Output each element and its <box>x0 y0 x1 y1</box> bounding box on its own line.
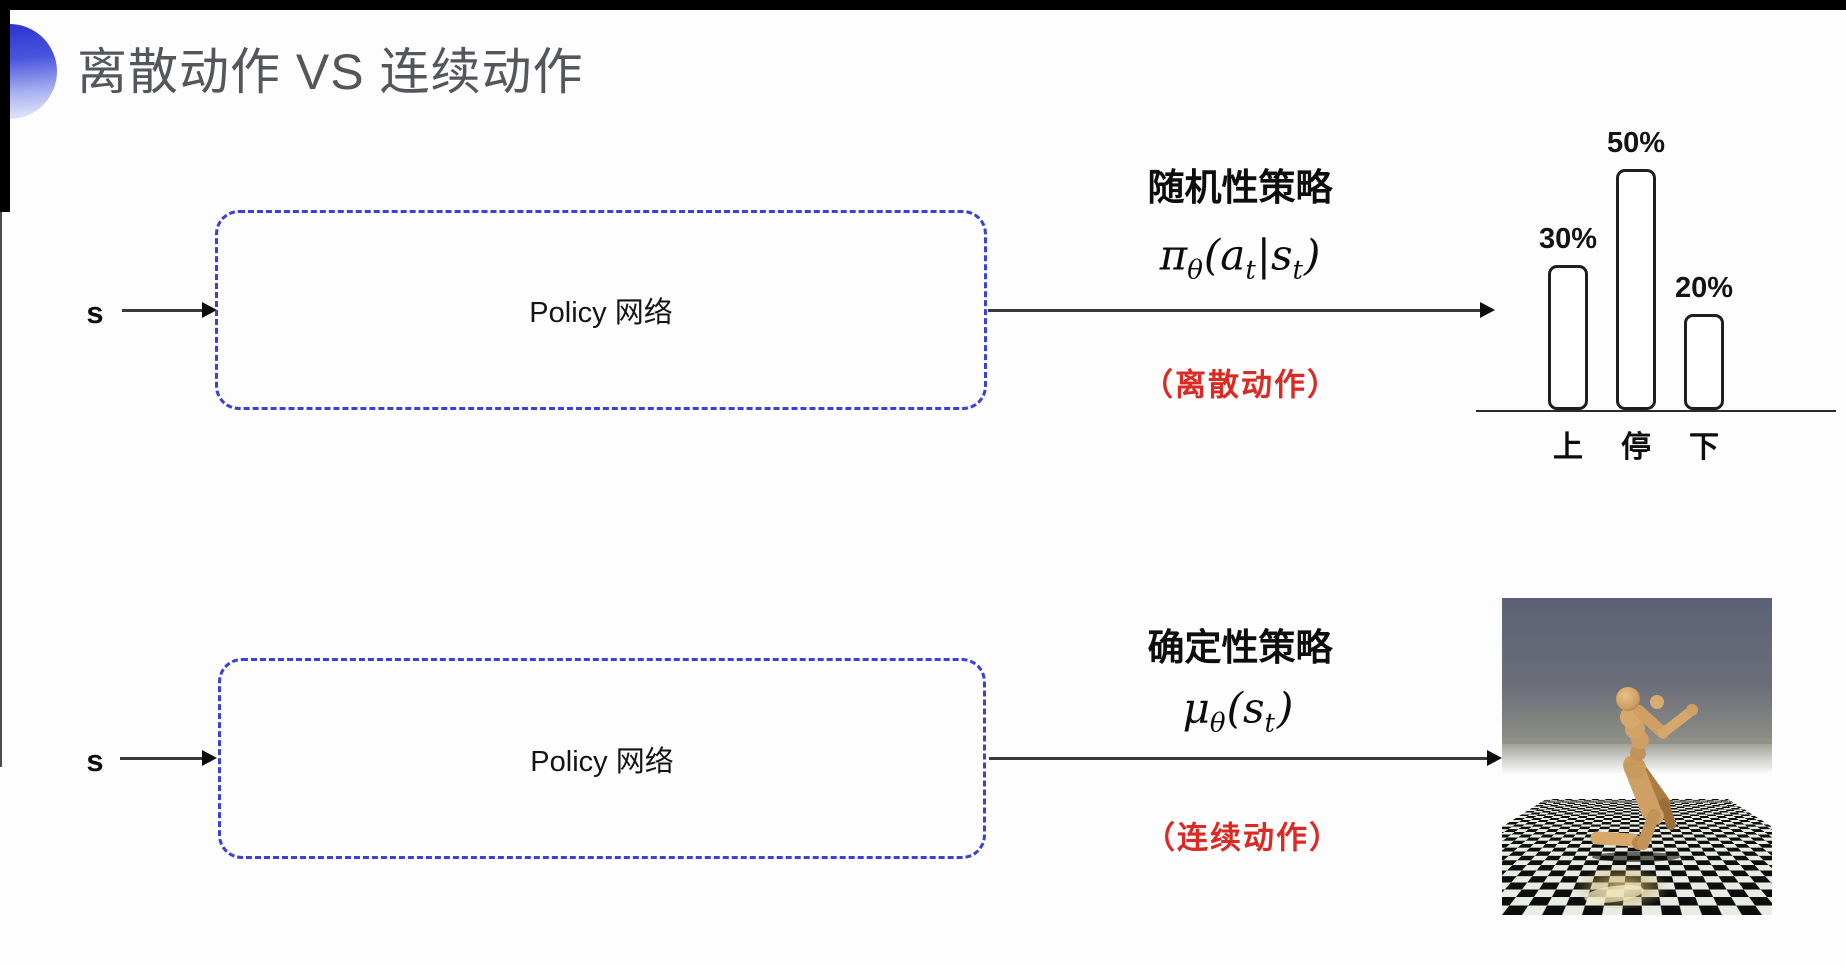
action-type-note-row2: （连续动作） <box>1144 820 1342 856</box>
formula-subscript: t <box>1264 708 1275 739</box>
output-arrow-line-row1 <box>988 309 1481 312</box>
state-input-label-row2: s <box>86 743 104 778</box>
policy-formula-row2: μθ(st) <box>1183 684 1294 739</box>
chart-column: 20% <box>1675 272 1733 410</box>
formula-symbol: μ <box>1182 683 1210 733</box>
output-arrow-head-icon-row1 <box>1480 302 1495 318</box>
formula-subscript: t <box>1292 255 1303 286</box>
policy-type-label-row1: 随机性策略 <box>1147 167 1333 208</box>
output-arrow-head-icon-row2 <box>1487 750 1502 766</box>
page-title: 离散动作 VS 连续动作 <box>77 44 584 100</box>
formula-symbol: π <box>1159 230 1188 280</box>
probability-bar-chart: 30% 50% 20% 上 停 下 <box>1476 120 1838 464</box>
input-arrow-head-icon-row2 <box>202 750 217 766</box>
formula-arg: |s <box>1256 230 1293 280</box>
left-edge-line <box>0 212 2 767</box>
left-letterbox-bar <box>0 0 10 212</box>
policy-type-label-row2: 确定性策略 <box>1147 627 1333 668</box>
policy-network-box-row2: Policy 网络 <box>218 658 986 859</box>
chart-value-label: 30% <box>1538 223 1598 255</box>
chart-bar <box>1548 265 1588 410</box>
formula-close: ) <box>1276 683 1294 733</box>
formula-subscript: θ <box>1187 255 1203 286</box>
chart-category-label: 下 <box>1689 431 1719 464</box>
chart-axis-line <box>1476 410 1836 412</box>
formula-arg: (a <box>1203 230 1246 280</box>
formula-subscript: t <box>1245 255 1256 286</box>
humanoid-robot-figure <box>1574 687 1698 910</box>
chart-value-label: 50% <box>1606 127 1666 159</box>
input-arrow-head-icon-row1 <box>202 302 217 318</box>
input-arrow-line-row2 <box>120 757 204 760</box>
top-letterbox-bar <box>0 0 1846 10</box>
action-type-note-row1: （离散动作） <box>1142 367 1340 403</box>
robot-shadow <box>1592 852 1680 862</box>
robot-head <box>1616 687 1640 711</box>
formula-arg: (s <box>1226 683 1265 733</box>
chart-column: 50% <box>1607 127 1665 410</box>
formula-close: ) <box>1303 230 1321 280</box>
policy-network-label-row2: Policy 网络 <box>530 745 674 778</box>
chart-bar <box>1616 169 1656 410</box>
policy-network-label-row1: Policy 网络 <box>529 297 673 329</box>
formula-subscript: θ <box>1209 708 1226 739</box>
chart-column: 30% <box>1539 223 1597 410</box>
policy-network-box-row1: Policy 网络 <box>215 210 987 410</box>
policy-formula-row1: πθ(at|st) <box>1160 231 1321 286</box>
state-input-label-row1: s <box>86 295 104 330</box>
chart-category-label: 上 <box>1553 431 1583 464</box>
input-arrow-line-row1 <box>122 309 204 312</box>
chart-bar <box>1684 314 1724 410</box>
chart-value-label: 20% <box>1674 272 1734 304</box>
output-arrow-line-row2 <box>989 757 1487 760</box>
chart-category-label: 停 <box>1621 431 1651 464</box>
humanoid-simulation-image <box>1502 598 1772 915</box>
